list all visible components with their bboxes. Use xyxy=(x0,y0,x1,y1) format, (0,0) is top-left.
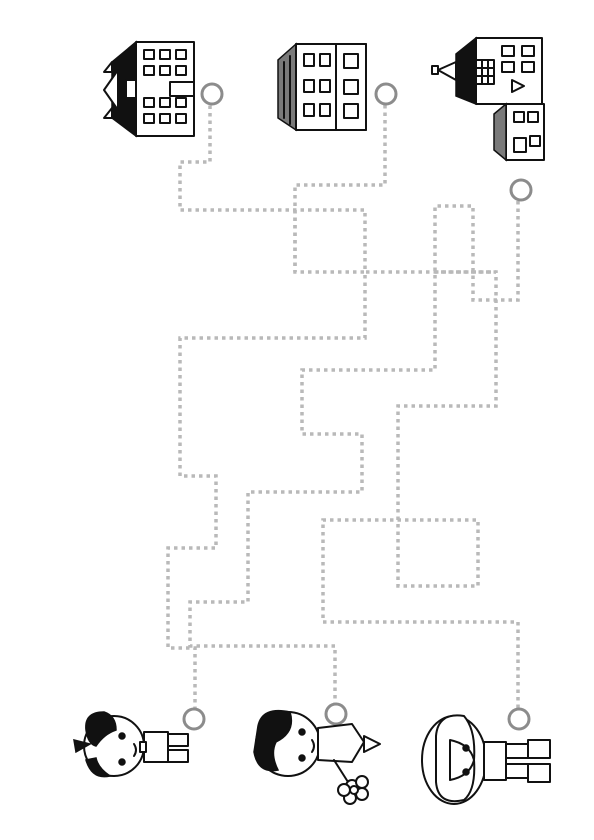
ring-hat-child[interactable] xyxy=(507,707,531,731)
mansion-icon xyxy=(431,36,545,162)
ring-girl[interactable] xyxy=(324,702,348,726)
boy-icon xyxy=(73,711,189,778)
ring-boy[interactable] xyxy=(182,707,206,731)
house-icon xyxy=(103,40,195,138)
girl-with-flower-icon xyxy=(253,709,381,805)
maze-path-girl[interactable] xyxy=(188,192,520,706)
child-with-hat-icon xyxy=(421,714,551,805)
maze-path-boy[interactable] xyxy=(166,100,387,710)
maze-path-hat-child[interactable] xyxy=(178,100,520,708)
maze-paths xyxy=(166,100,520,710)
ring-markers xyxy=(182,82,533,731)
townhouse-icon xyxy=(277,42,367,132)
ring-middle-house[interactable] xyxy=(374,82,398,106)
ring-right-house[interactable] xyxy=(509,178,533,202)
ring-left-house[interactable] xyxy=(200,82,224,106)
flower-icon xyxy=(337,775,369,805)
